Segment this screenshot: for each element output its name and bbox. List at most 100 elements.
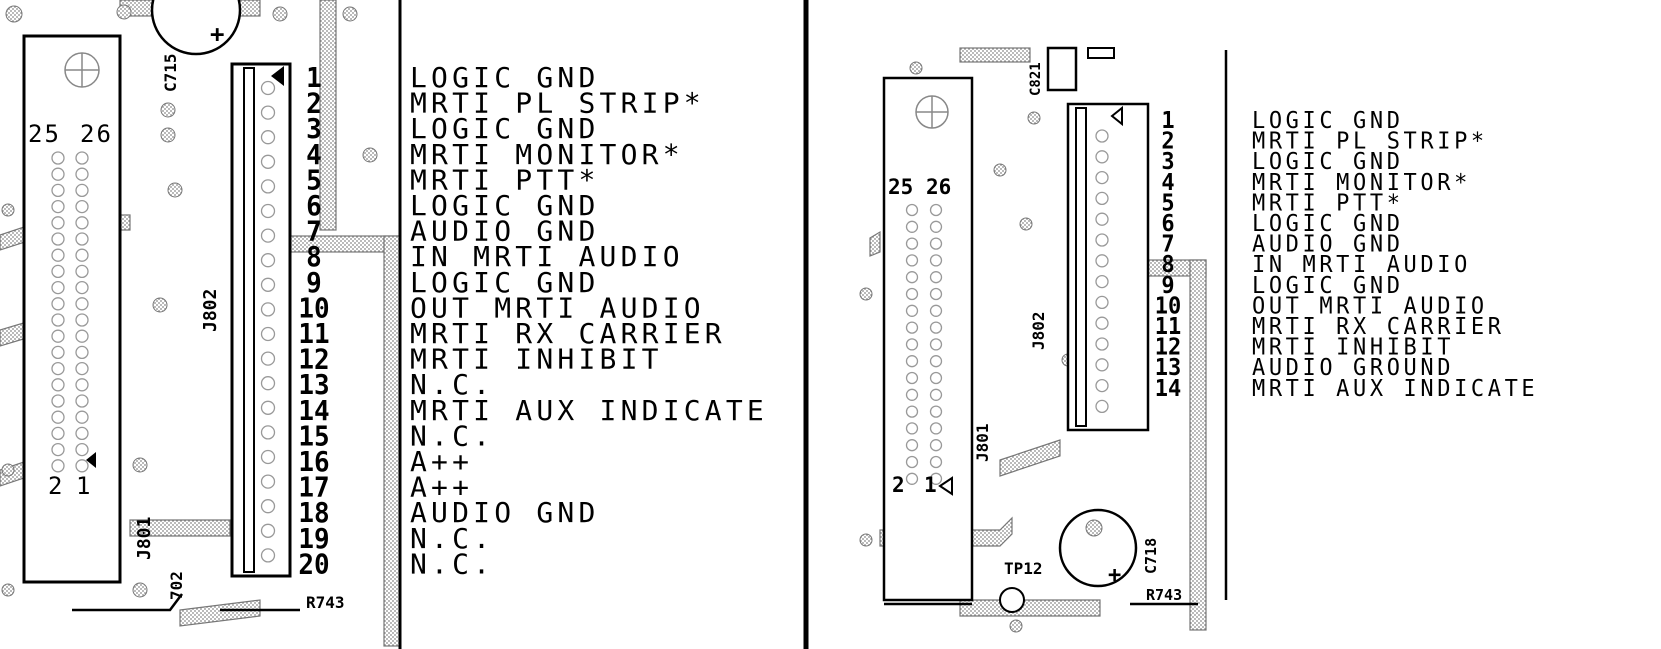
c715-capacitor [150, 0, 242, 56]
pin-number: 6 [306, 190, 322, 222]
pin-hole [51, 394, 65, 408]
c821-component-2 [1087, 47, 1115, 59]
pin-hole [929, 455, 943, 469]
pin-hole [929, 304, 943, 317]
j801-pin-1: 1 [924, 473, 937, 497]
pin-number: 17 [298, 472, 329, 504]
pin-number: 4 [306, 139, 322, 171]
pin-hole [1095, 212, 1109, 226]
pin-hole [75, 297, 89, 311]
pin-number: 20 [298, 549, 329, 581]
pin-hole [260, 474, 276, 489]
pin-number: 1 [306, 62, 322, 94]
pin-hole [75, 378, 89, 392]
pin-hole [929, 355, 943, 368]
pin-hole [260, 80, 276, 96]
pin-number: 14 [1155, 375, 1181, 402]
pin-hole [51, 216, 65, 230]
signal-name: OUT MRTI AUDIO [410, 291, 705, 324]
pin-number: 9 [1161, 272, 1174, 299]
pin-number: 2 [306, 88, 322, 120]
pin-number: 9 [306, 267, 322, 299]
pin-hole [260, 449, 276, 465]
signal-name: LOGIC GND [1252, 211, 1404, 238]
j801-pin-25: 25 [888, 175, 913, 199]
pin1-marker-icon [938, 476, 953, 496]
pin-hole [75, 345, 89, 360]
pin-number: 10 [1155, 293, 1181, 320]
pin-hole [260, 130, 276, 145]
pin-hole [260, 228, 276, 243]
j802-ref-label: J802 [200, 289, 221, 332]
signal-name: MRTI PL STRIP* [1252, 128, 1488, 155]
signal-name: N.C. [410, 419, 494, 452]
pin-number: 2 [1161, 128, 1174, 155]
pin-number: 3 [306, 114, 322, 146]
pin-hole [260, 400, 276, 415]
left-panel: 25 26 2 1 J801 + C715 J802 702 R743 1234… [0, 0, 768, 649]
signal-name: MRTI RX CARRIER [410, 317, 726, 350]
pin-hole [905, 472, 919, 485]
pin-hole [929, 237, 943, 250]
pin-hole [905, 422, 919, 435]
pin-hole [929, 422, 943, 435]
j801-pin-holes [905, 203, 943, 485]
pin-hole [1095, 378, 1109, 393]
pin-hole [905, 388, 919, 401]
pin-hole [929, 203, 943, 217]
pin-hole [51, 199, 65, 214]
signal-name: MRTI MONITOR* [410, 138, 684, 171]
pin-hole [75, 216, 89, 230]
pin-hole [51, 459, 65, 473]
pin-hole [905, 287, 919, 301]
signal-name: LOGIC GND [1252, 149, 1404, 176]
signal-name: AUDIO GROUND [1252, 355, 1454, 382]
pin-hole [905, 321, 919, 334]
pin-hole [905, 220, 919, 233]
signal-name: MRTI AUX INDICATE [410, 394, 768, 427]
pin-hole [905, 355, 919, 368]
plus-icon: + [1108, 563, 1121, 588]
signal-name: A++ [410, 471, 473, 504]
signal-name: LOGIC GND [410, 112, 600, 145]
pin-hole [260, 351, 276, 366]
pin-hole [75, 167, 89, 181]
pin-hole [51, 426, 65, 441]
pin-hole [929, 338, 943, 351]
j802-pin-holes [1095, 129, 1109, 414]
pin-number: 7 [306, 216, 322, 248]
signal-name: MRTI AUX INDICATE [1252, 375, 1538, 402]
pin-hole [905, 439, 919, 452]
pin-number: 18 [298, 498, 329, 530]
pin-number: 10 [298, 293, 329, 325]
pin-number: 11 [298, 318, 329, 350]
pin-hole [1095, 254, 1109, 268]
pin-hole [929, 220, 943, 233]
pin-number: 14 [298, 395, 329, 427]
signal-name: N.C. [410, 522, 494, 555]
left-board-vias [1, 4, 378, 598]
pin-hole [905, 203, 919, 217]
pin-hole [260, 253, 276, 268]
pin-hole [260, 203, 276, 219]
pin-hole [929, 271, 943, 284]
pin-hole [1095, 316, 1109, 330]
pin-hole [1095, 233, 1109, 247]
signal-name: IN MRTI AUDIO [1252, 252, 1471, 279]
pin-number: 12 [298, 344, 329, 376]
j801-pin-25: 25 [28, 120, 61, 148]
r743-ref-label: R743 [306, 593, 345, 612]
pin-hole [51, 361, 65, 376]
pin-hole [905, 271, 919, 284]
pin-hole [51, 410, 65, 424]
pin-number: 12 [1155, 334, 1181, 361]
c718-ref-label: C718 [1142, 538, 1160, 574]
pin-hole [51, 329, 65, 343]
pin1-marker-icon [86, 452, 96, 468]
pin-hole [75, 199, 89, 214]
bottom-trace-left [72, 593, 300, 612]
pin-hole [929, 405, 943, 418]
